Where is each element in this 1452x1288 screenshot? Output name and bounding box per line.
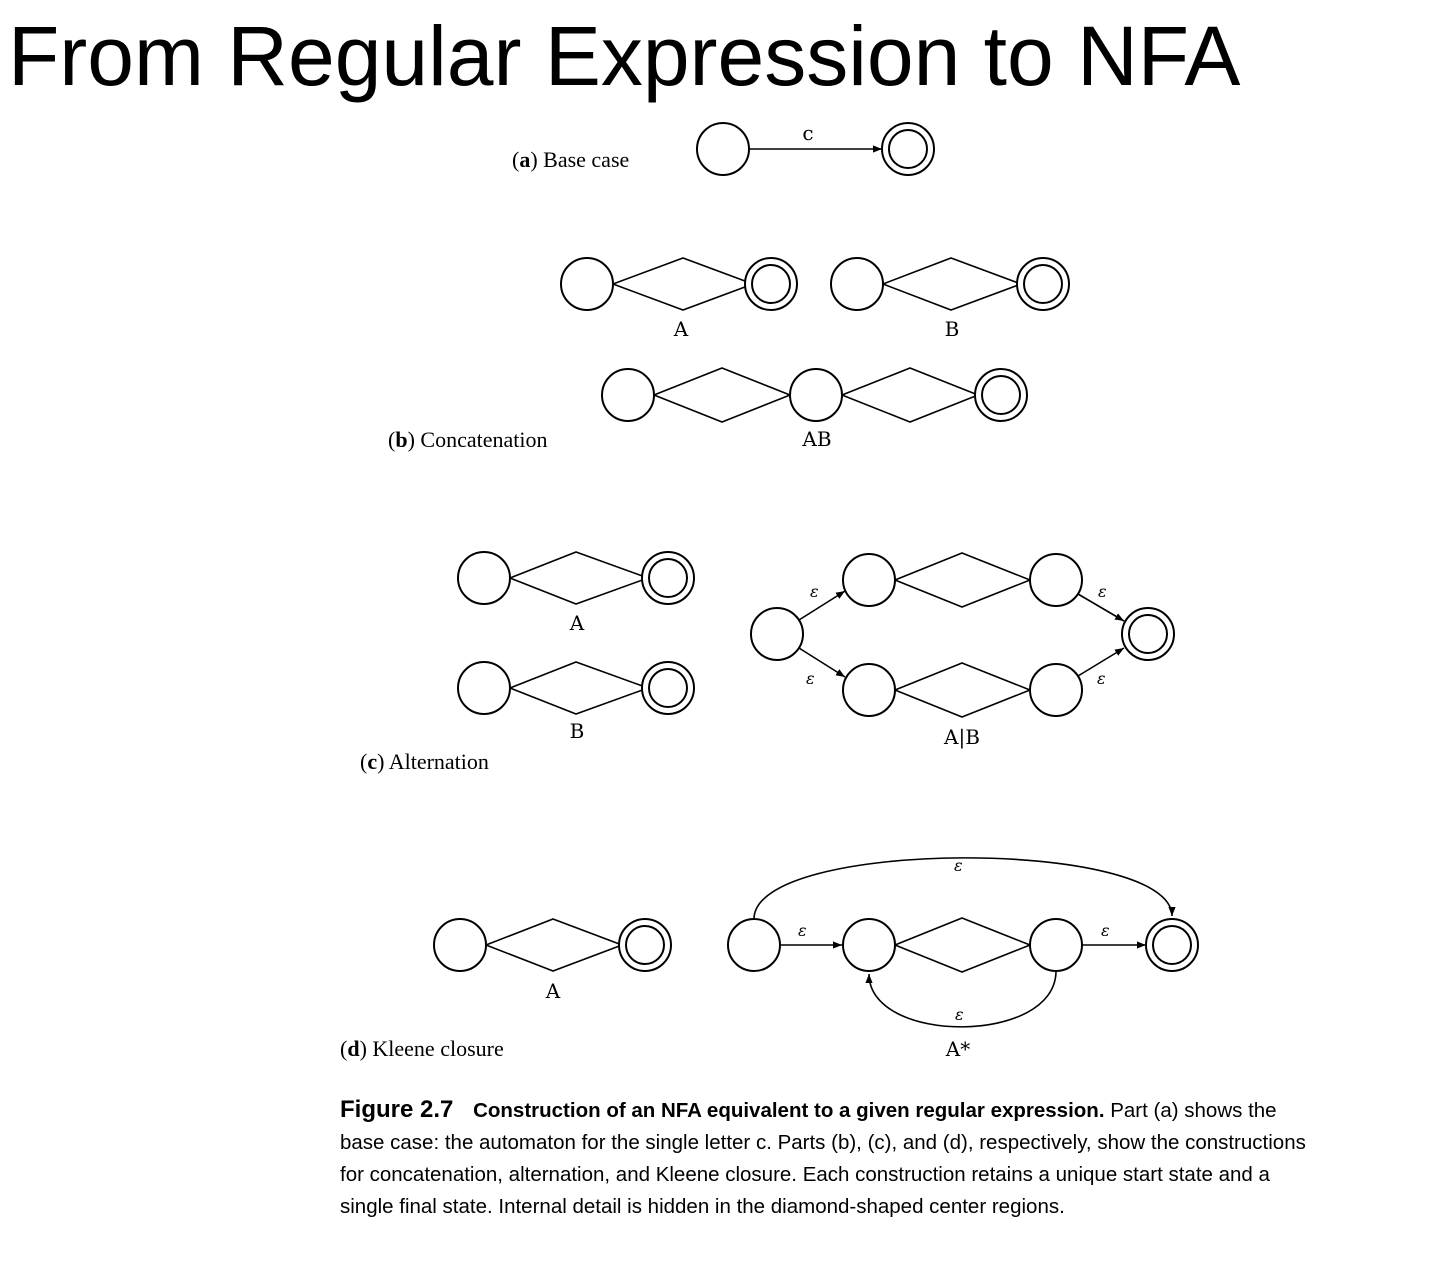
part-b-label: (b) Concatenation [388, 427, 547, 452]
diamond-region-bottom [894, 944, 1031, 973]
final-state-inner-ring [888, 129, 928, 169]
start-state [433, 918, 487, 972]
epsilon-label: ε [1101, 921, 1110, 940]
epsilon-arrow [1077, 647, 1125, 677]
part-a-label: (a) Base case [512, 147, 629, 172]
start-state [727, 918, 781, 972]
epsilon-label: ε [1097, 669, 1106, 688]
diamond-region-bottom [894, 579, 1031, 608]
part-c-alternation: A B ε ε ε ε A|B (c) Alternation [360, 551, 1175, 774]
part-a-base-case: (a) Base case c [512, 121, 935, 176]
epsilon-arrow [798, 590, 846, 621]
diamond-region-top [612, 257, 754, 285]
middle-state [789, 368, 843, 422]
epsilon-label: ε [1098, 582, 1107, 601]
diamond-region-bottom [882, 283, 1022, 311]
epsilon-label: ε [954, 856, 963, 875]
diamond-region-top [841, 367, 979, 396]
diamond-region-top [894, 917, 1031, 946]
label-b: B [570, 719, 585, 743]
final-state-inner-ring [1152, 925, 1192, 965]
diamond-region-bottom [653, 394, 791, 423]
state [842, 663, 896, 717]
diamond-region-top [653, 367, 791, 396]
label-a: A [673, 317, 689, 341]
caption-lead: Construction of an NFA equivalent to a g… [473, 1099, 1105, 1122]
epsilon-arrow [1077, 593, 1125, 622]
start-state [750, 607, 804, 661]
label-a: A [545, 979, 561, 1003]
part-b-concatenation: A B AB (b) Concatenation [388, 257, 1070, 452]
diamond-region-top [509, 551, 649, 579]
final-state-inner-ring [648, 668, 688, 708]
part-d-label: (d) Kleene closure [340, 1036, 504, 1061]
diamond-region-top [882, 257, 1022, 285]
diamond-region-top [485, 918, 623, 946]
diamond-region-top [894, 662, 1031, 691]
part-c-label: (c) Alternation [360, 749, 489, 774]
epsilon-label: ε [810, 582, 819, 601]
diamond-region-top [894, 552, 1031, 581]
start-state [601, 368, 655, 422]
figure-number: Figure 2.7 [340, 1096, 454, 1123]
nfa-construction-diagram: (a) Base case c A B AB (b) Concatenation [340, 121, 1199, 1061]
state [1029, 918, 1083, 972]
label-a-star: A* [945, 1037, 970, 1061]
epsilon-label: ε [955, 1005, 964, 1024]
diamond-region-top [509, 661, 649, 689]
state [842, 553, 896, 607]
diamond-region-bottom [612, 283, 754, 311]
label-a-or-b: A|B [943, 725, 980, 750]
label-ab: AB [801, 427, 831, 451]
figure-caption: Figure 2.7 Construction of an NFA equiva… [340, 1094, 1322, 1223]
epsilon-bypass-arrow [753, 857, 1176, 920]
start-state [457, 551, 511, 605]
final-state-inner-ring [648, 558, 688, 598]
state [1029, 553, 1083, 607]
caption-body: Part (a) shows the base case: the automa… [340, 1099, 1306, 1218]
transition-label: c [802, 121, 813, 145]
start-state [560, 257, 614, 311]
epsilon-label: ε [806, 669, 815, 688]
state [1029, 663, 1083, 717]
part-d-kleene-closure: A ε ε ε ε A* (d) Kleene closure [340, 856, 1199, 1061]
final-state-inner-ring [1128, 614, 1168, 654]
label-b: B [945, 317, 960, 341]
start-state [457, 661, 511, 715]
label-a: A [569, 611, 585, 635]
start-state [696, 122, 750, 176]
state [842, 918, 896, 972]
epsilon-arrow [798, 647, 846, 678]
final-state-inner-ring [981, 375, 1021, 415]
final-state-inner-ring [751, 264, 791, 304]
start-state [830, 257, 884, 311]
diamond-region-bottom [509, 577, 649, 605]
epsilon-loop-arrow [865, 970, 1057, 1028]
slide-title: From Regular Expression to NFA [8, 9, 1241, 103]
diamond-region-bottom [509, 687, 649, 715]
diamond-region-bottom [485, 944, 623, 972]
diamond-region-bottom [894, 689, 1031, 718]
diamond-region-bottom [841, 394, 979, 423]
final-state-inner-ring [1023, 264, 1063, 304]
epsilon-label: ε [798, 921, 807, 940]
final-state-inner-ring [625, 925, 665, 965]
